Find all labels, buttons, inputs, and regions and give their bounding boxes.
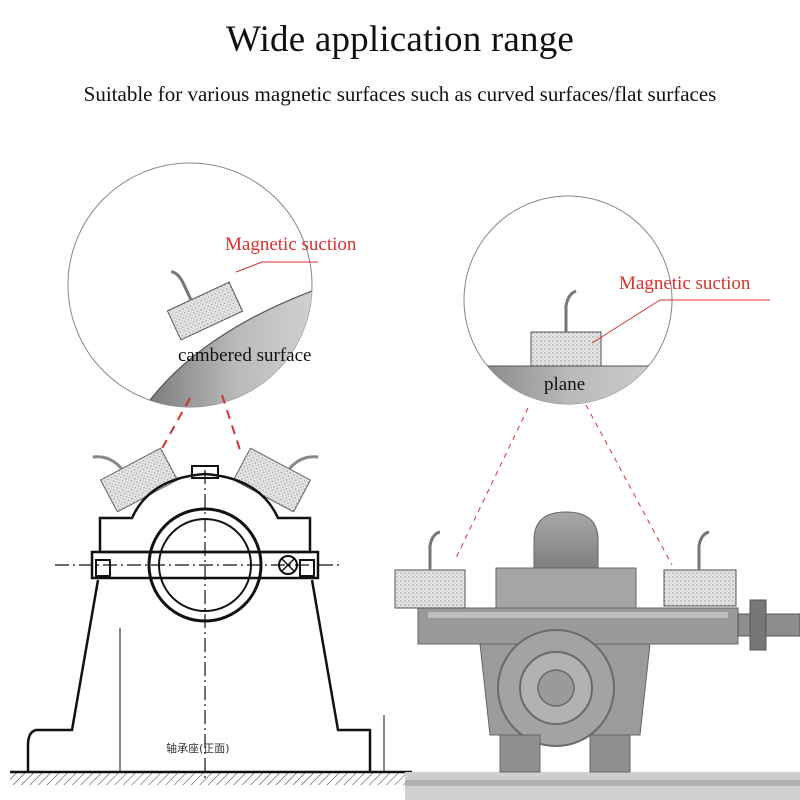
left-connector-1 bbox=[159, 397, 191, 453]
left-connector-2 bbox=[221, 394, 241, 451]
right-callout-leader bbox=[591, 299, 661, 344]
left-magnet-a bbox=[92, 447, 179, 513]
right-connector-1 bbox=[454, 407, 529, 561]
right-surface-label: plane bbox=[544, 374, 585, 395]
left-callout-leader bbox=[235, 261, 263, 273]
drawing-caption: 轴承座(正面) bbox=[166, 741, 230, 755]
page-title: Wide application range bbox=[225, 19, 575, 60]
bearing-seat-drawing bbox=[10, 447, 412, 785]
right-zoom-magnet bbox=[530, 289, 602, 367]
left-surface-label: cambered surface bbox=[178, 345, 311, 366]
right-magnet-b bbox=[663, 530, 737, 607]
right-magnifier: Magnetic suction plane bbox=[463, 195, 770, 405]
left-zoom-magnet bbox=[166, 270, 244, 341]
right-callout-text: Magnetic suction bbox=[619, 273, 751, 294]
left-callout-text: Magnetic suction bbox=[225, 234, 357, 255]
left-magnet-b bbox=[232, 447, 319, 513]
right-magnet-a bbox=[394, 530, 466, 609]
page-subtitle: Suitable for various magnetic surfaces s… bbox=[83, 82, 717, 106]
pump-machine bbox=[394, 511, 800, 800]
left-magnifier: Magnetic suction cambered surface bbox=[67, 162, 357, 408]
right-connector-2 bbox=[585, 404, 673, 566]
